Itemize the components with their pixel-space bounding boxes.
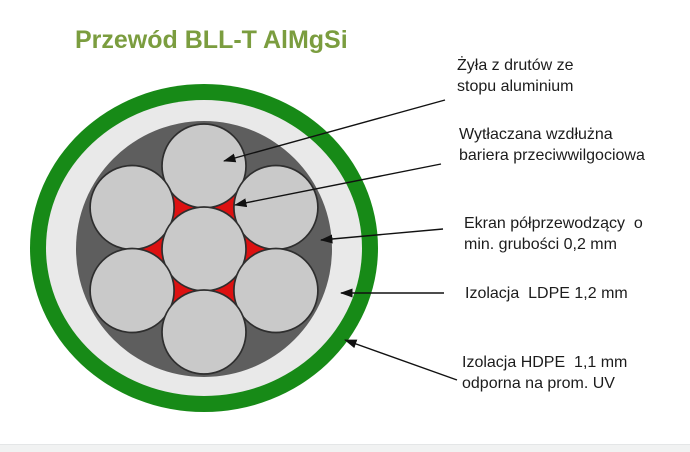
arrow-hdpe — [344, 339, 458, 381]
wire-lower-right — [233, 247, 319, 334]
wire-upper-right — [233, 164, 319, 251]
label-hdpe-insulation: Izolacja HDPE 1,1 mm odporna na prom. UV — [462, 354, 628, 392]
wire-top — [161, 123, 247, 209]
wire-center — [161, 206, 247, 292]
arrow-barrier — [234, 163, 442, 208]
wire-bottom — [161, 289, 247, 375]
label-core-wires: Żyła z drutów ze stopu aluminium — [457, 57, 574, 95]
page-title: Przewód BLL-T AlMgSi — [75, 26, 348, 54]
label-ldpe-insulation: Izolacja LDPE 1,2 mm — [465, 285, 628, 302]
aluminium-wire-group — [89, 123, 319, 375]
callout-arrow-group — [223, 99, 458, 381]
label-semiconducting-screen: Ekran półprzewodzący o min. grubości 0,2… — [464, 215, 643, 253]
wire-upper-left — [89, 164, 175, 251]
footer-strip — [0, 444, 690, 452]
arrow-screen — [320, 228, 444, 244]
arrow-core — [223, 99, 446, 163]
wire-lower-left — [89, 247, 175, 334]
label-moisture-barrier: Wytłaczana wzdłużna bariera przeciwwilgo… — [459, 126, 645, 164]
